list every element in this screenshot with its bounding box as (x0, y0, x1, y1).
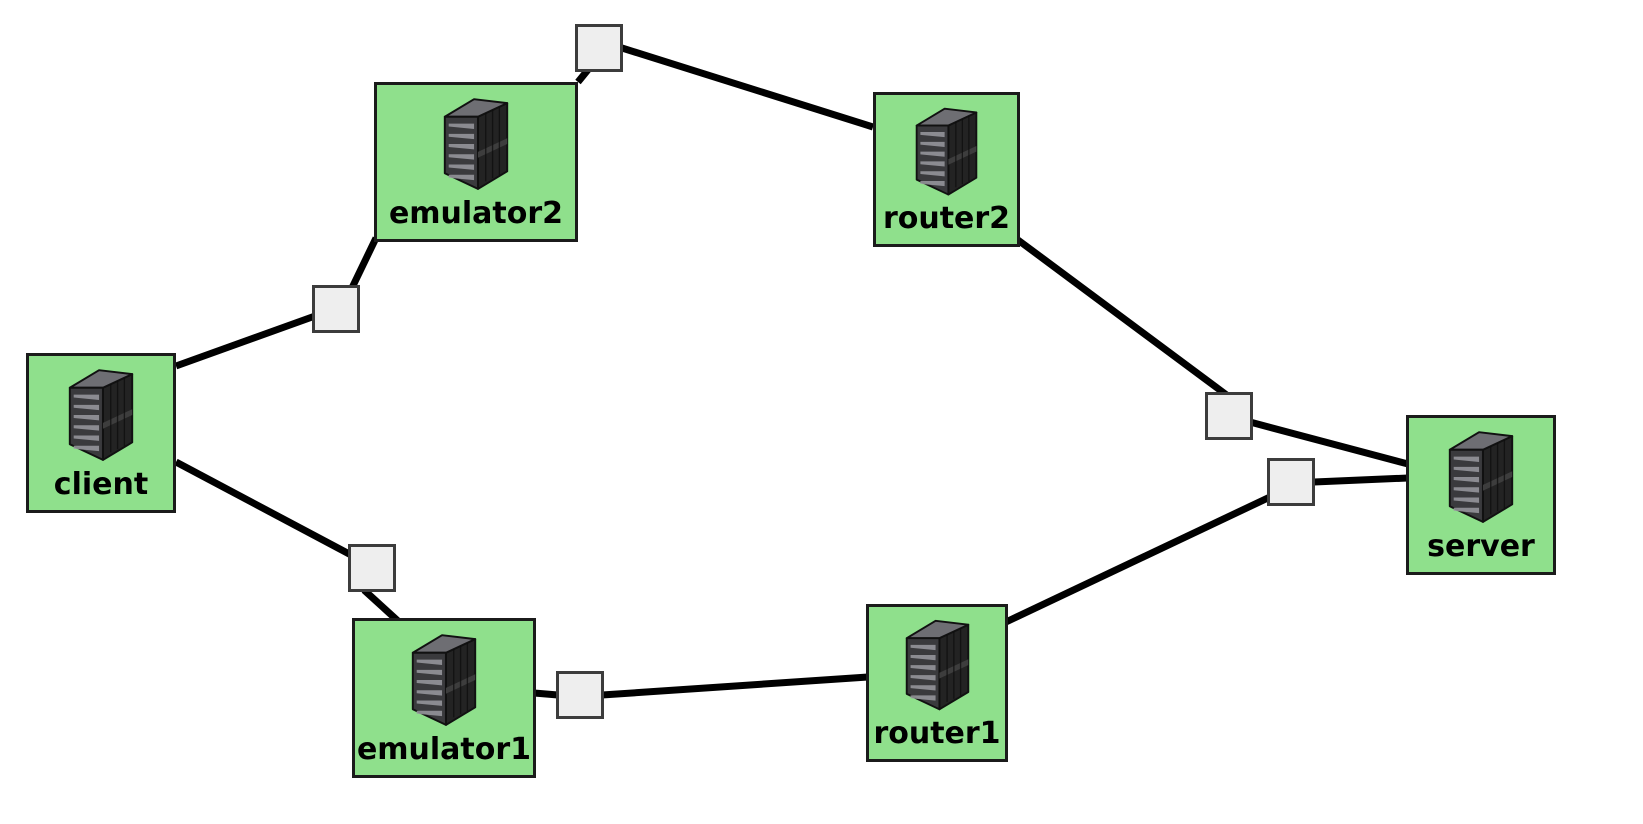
topology-edge (1004, 492, 1274, 626)
host-label: emulator1 (356, 732, 532, 767)
topology-edge (174, 312, 317, 370)
topology-edge (174, 458, 355, 560)
link-node-client-emulator2[interactable] (575, 24, 623, 72)
link-node-emulator2-client[interactable] (312, 285, 360, 333)
topology-edge (620, 44, 875, 131)
host-label: router1 (873, 716, 1001, 751)
link-node-emulator1-router1[interactable] (556, 671, 604, 719)
server-rack-icon (443, 98, 509, 190)
host-node-router2[interactable]: router2 (873, 92, 1020, 247)
host-node-emulator1[interactable]: emulator1 (352, 618, 536, 778)
server-rack-icon (68, 369, 134, 461)
host-node-emulator2[interactable]: emulator2 (374, 82, 578, 242)
host-label: emulator2 (388, 196, 564, 231)
server-rack-icon (905, 619, 969, 711)
server-rack-icon (1448, 431, 1514, 523)
topology-edge (346, 236, 380, 294)
host-label: client (53, 467, 149, 502)
host-label: router2 (882, 201, 1011, 236)
link-node-client-emulator1[interactable] (348, 544, 396, 592)
topology-edge (1015, 237, 1231, 399)
topology-edge (601, 673, 869, 699)
host-label: server (1427, 529, 1535, 564)
topology-edge (533, 689, 559, 699)
link-node-router2-server[interactable] (1205, 392, 1253, 440)
host-node-server[interactable]: server (1406, 415, 1556, 575)
topology-edge (361, 587, 401, 624)
host-node-client[interactable]: client (26, 353, 176, 513)
server-rack-icon (915, 107, 978, 196)
link-node-router1-server[interactable] (1267, 458, 1315, 506)
server-rack-icon (411, 634, 477, 726)
host-node-router1[interactable]: router1 (866, 604, 1008, 762)
topology-edge (1313, 474, 1409, 486)
